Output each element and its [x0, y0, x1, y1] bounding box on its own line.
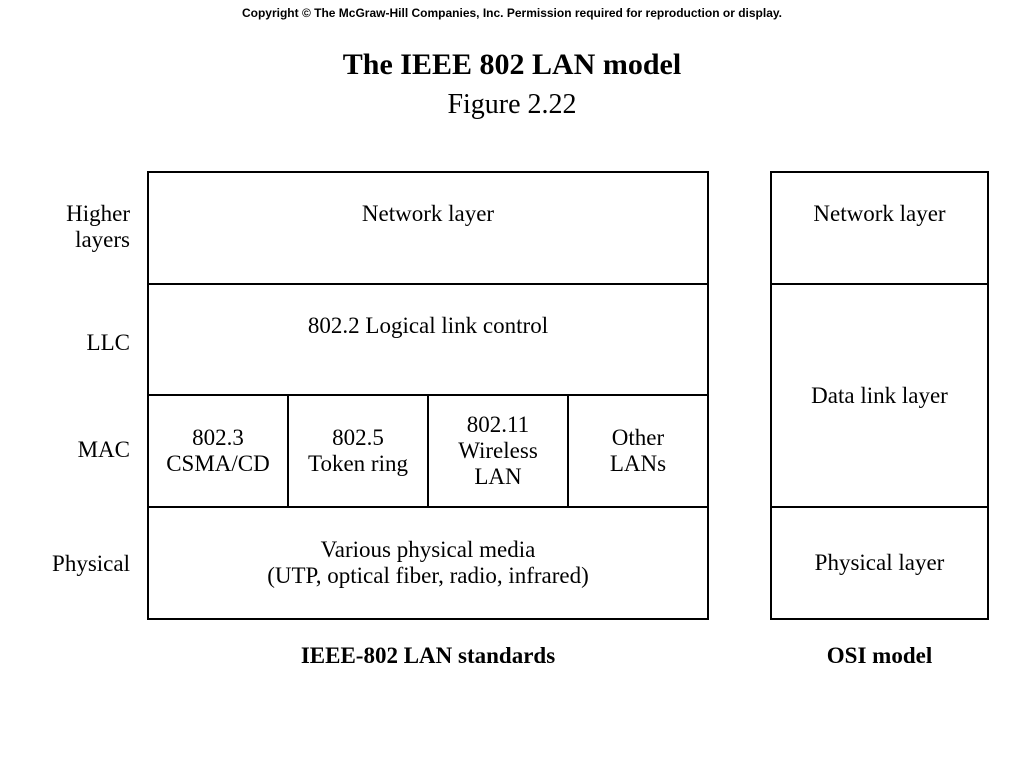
figure-title: The IEEE 802 LAN model — [342, 48, 682, 81]
osi-model-caption: OSI model — [826, 643, 933, 668]
ieee-network-layer-box: Network layer — [147, 171, 709, 285]
row-label-llc: LLC — [86, 330, 130, 355]
ieee-stack-caption: IEEE-802 LAN standards — [300, 643, 556, 668]
row-label-physical: Physical — [52, 551, 130, 576]
figure-number: Figure 2.22 — [447, 89, 577, 120]
mac-other-lans-box: Other LANs — [567, 394, 709, 508]
mac-802-5-box: 802.5 Token ring — [287, 394, 429, 508]
osi-physical-layer-box: Physical layer — [770, 506, 989, 620]
row-label-mac: MAC — [77, 437, 130, 462]
ieee-llc-box: 802.2 Logical link control — [147, 283, 709, 396]
osi-network-layer-box: Network layer — [770, 171, 989, 285]
osi-data-link-layer-box: Data link layer — [770, 283, 989, 508]
mac-802-3-box: 802.3 CSMA/CD — [147, 394, 289, 508]
ieee-physical-media-box: Various physical media (UTP, optical fib… — [147, 506, 709, 620]
row-label-higher-layers: Higher layers — [66, 201, 130, 252]
copyright-notice: Copyright © The McGraw-Hill Companies, I… — [241, 6, 783, 20]
mac-802-11-box: 802.11 Wireless LAN — [427, 394, 569, 508]
